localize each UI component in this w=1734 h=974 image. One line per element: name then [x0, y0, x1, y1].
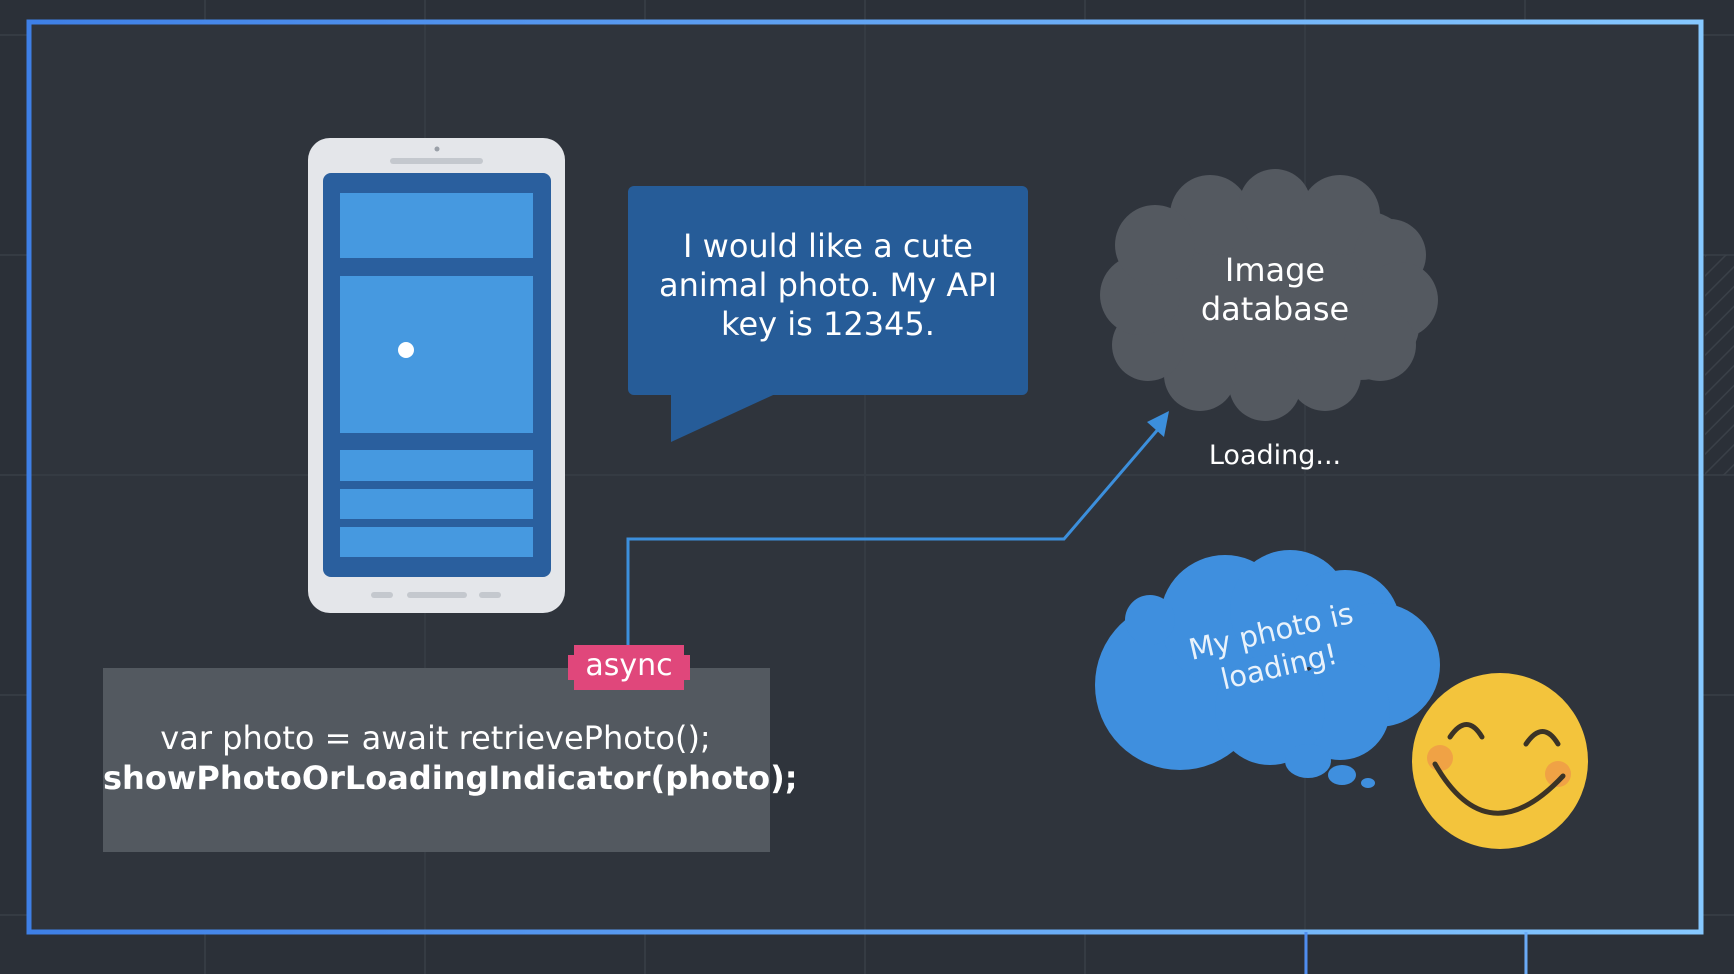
- smartphone-icon: [308, 138, 565, 613]
- image-database-line: Image: [1224, 251, 1326, 289]
- image-database-cloud: [1100, 169, 1438, 421]
- smiley-cheek: [1427, 745, 1453, 771]
- frame-border: [26, 19, 1704, 935]
- tap-indicator: [398, 342, 414, 358]
- speech-bubble-line: animal photo. My API: [658, 266, 998, 304]
- thought-dot: [1285, 744, 1331, 778]
- speech-bubble-line: key is 12345.: [721, 305, 935, 343]
- async-tag-label: async: [585, 648, 673, 683]
- smiley-eye: [1523, 729, 1561, 747]
- speech-bubble: [628, 186, 1028, 442]
- thought-dot: [1328, 765, 1356, 785]
- image-database-label: Image database: [1140, 251, 1410, 329]
- hatched-decoration: [1705, 255, 1734, 475]
- smiley-cheek: [1545, 761, 1571, 787]
- phone-panel-row: [340, 527, 533, 557]
- loading-status: Loading...: [1208, 440, 1342, 471]
- code-line-await: var photo = await retrievePhoto();: [160, 719, 711, 757]
- phone-panel-image: [340, 276, 533, 433]
- code-line-show-photo: showPhotoOrLoadingIndicator(photo);: [103, 759, 798, 797]
- thought-dot: [1361, 778, 1375, 788]
- code-block: [103, 668, 770, 852]
- speech-bubble-line: I would like a cute: [683, 227, 973, 265]
- smiley-face-icon: [1412, 673, 1588, 849]
- smiley-eye: [1447, 722, 1485, 740]
- request-arrow: [626, 411, 1169, 645]
- phone-panel-header: [340, 193, 533, 258]
- phone-panel-row: [340, 489, 533, 519]
- phone-panel-row: [340, 450, 533, 481]
- speech-bubble-text: I would like a cute animal photo. My API…: [646, 227, 1010, 344]
- smiley-mouth: [1432, 761, 1566, 816]
- image-database-line: database: [1200, 290, 1350, 328]
- async-tag: [568, 645, 690, 690]
- thought-bubble: [1095, 550, 1440, 788]
